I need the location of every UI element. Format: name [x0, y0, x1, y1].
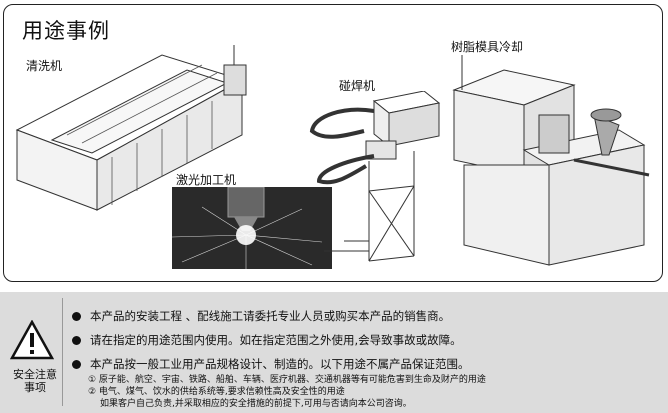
label-laser-machine: 激光加工机: [176, 173, 237, 187]
label-injection-machine: 树脂模具冷却: [451, 40, 524, 54]
caution-title: 安全注意事项: [13, 368, 57, 394]
warning-triangle-icon: [10, 320, 54, 360]
caution-bullet: 本产品按一般工业用产品规格设计、制造的。以下用途不属产品保证范围。: [72, 356, 470, 372]
caution-note: ② 电气、煤气、饮水的供给系统等,要求信赖性高及安全性的用途: [88, 387, 345, 397]
safety-caution-panel: 安全注意事项 本产品的安装工程 、配线施工请委托专业人员或购买本产品的销售商。 …: [0, 292, 668, 413]
bullet-icon: [72, 312, 81, 321]
injection-machine-illustration: [452, 55, 650, 266]
welding-machine-illustration: [309, 91, 441, 262]
bullet-icon: [72, 336, 81, 345]
label-cleaning-machine: 清洗机: [26, 59, 63, 73]
caution-bullet: 请在指定的用途范围内使用。如在指定范围之外使用,会导致事故或故障。: [72, 332, 462, 348]
page-title: 用途事例: [22, 19, 110, 43]
caution-note: ① 原子能、航空、宇宙、铁路、船舶、车辆、医疗机器、交通机器等有可能危害到生命及…: [88, 375, 486, 385]
laser-machine-illustration: [172, 187, 332, 269]
label-welding-machine: 碰焊机: [339, 79, 376, 93]
caution-note: 如果客户自己负责,并采取相应的安全措施的前提下,可用与否请向本公司咨询。: [100, 399, 412, 409]
caution-bullet: 本产品的安装工程 、配线施工请委托专业人员或购买本产品的销售商。: [72, 308, 450, 324]
caution-header: 安全注意事项: [4, 298, 63, 406]
bullet-icon: [72, 360, 81, 369]
cleaning-machine-illustration: [15, 45, 247, 211]
usage-examples-panel: 用途事例 清洗机 激光加工机 碰焊机: [3, 4, 663, 282]
